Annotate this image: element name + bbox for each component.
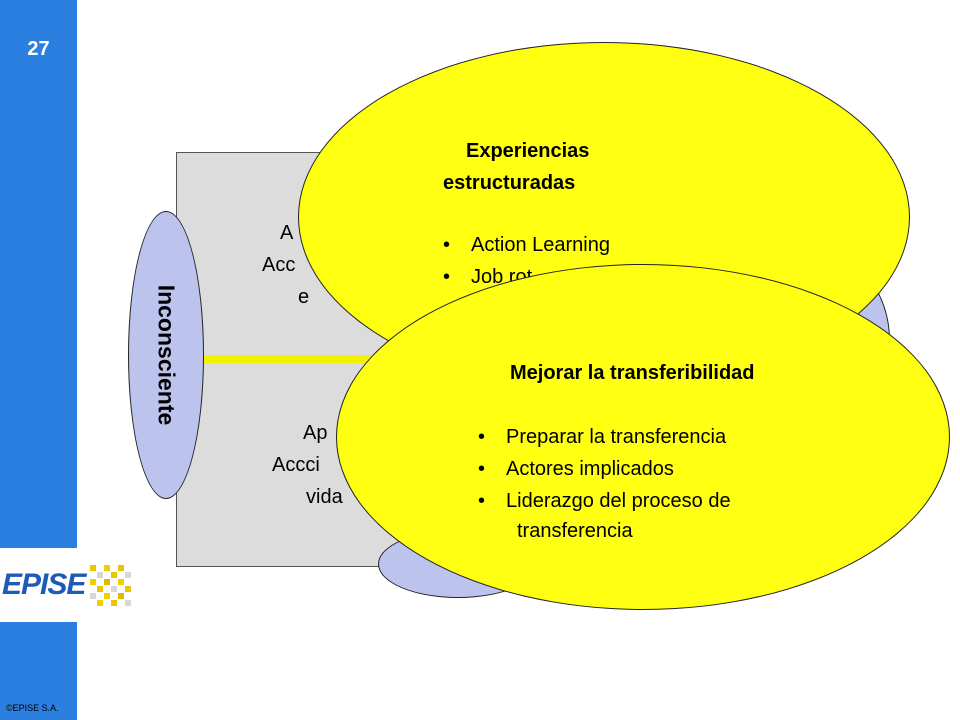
bullet-dot-icon: • [478,458,486,480]
transferibilidad-bullet-1: • Preparar la transferencia [478,422,726,452]
inconsciente-oval [128,211,204,499]
box-bottom-line-2: Accci [272,454,320,476]
experiencias-title-line1: Experiencias [466,140,590,162]
transferibilidad-title: Mejorar la transferibilidad [510,362,755,384]
box-top-line-2: Acc [262,254,296,276]
transferibilidad-ellipse [336,264,950,610]
bullet-text: Liderazgo del proceso de [506,490,731,512]
bullet-dot-icon: • [478,490,486,512]
bullet-text: Action Learning [471,234,610,256]
box-top-line-3: e [298,286,310,308]
transferibilidad-bullet-3: • Liderazgo del proceso de [478,486,731,516]
transferibilidad-bullet-3-continuation: transferencia [517,520,633,542]
experiencias-title-line2: estructuradas [443,172,576,194]
bullet-text: Preparar la transferencia [506,426,727,448]
epise-logo-text: EPISE [2,568,86,601]
box-bottom-line-3: vida [306,486,343,508]
slide-number: 27 [27,38,50,60]
bullet-dot-icon: • [478,426,486,448]
copyright-text: ©EPISE S.A. [6,703,59,713]
box-bottom-line-1: Ap [303,422,328,444]
bullet-dot-icon: • [443,234,451,256]
bullet-text: Actores implicados [506,458,674,480]
pixel-grid-logo-icon [90,565,131,606]
experiencias-bullet-1: • Action Learning [443,230,610,260]
transferibilidad-bullet-2: • Actores implicados [478,454,674,484]
bullet-dot-icon: • [443,266,451,288]
inconsciente-label: Inconsciente [153,284,180,426]
box-top-line-1: A [280,222,294,244]
